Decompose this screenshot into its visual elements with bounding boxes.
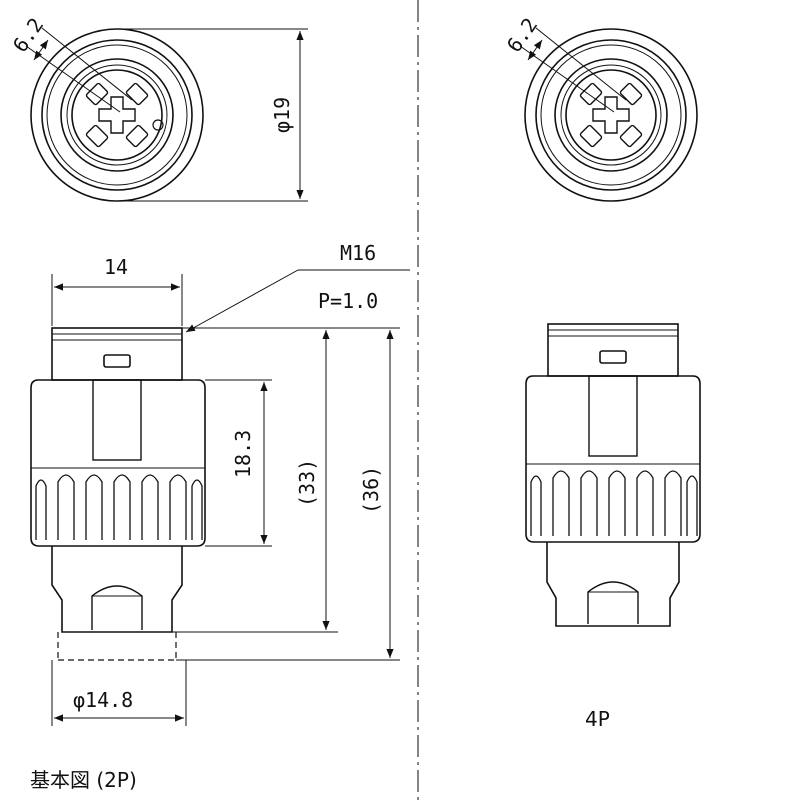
pitch-dimension-label-left: 6.2	[8, 13, 48, 56]
knob-height-label: 18.3	[231, 430, 255, 478]
thread-size-label: M16	[340, 241, 376, 265]
total-height-label: (36)	[359, 466, 383, 514]
pin-pads-2p	[85, 82, 149, 148]
grip-ribs-left	[35, 474, 203, 540]
pitch-dimension-label-right: 6.2	[502, 13, 542, 56]
pin-pads-4p	[579, 82, 643, 148]
left-end-view	[25, 27, 308, 202]
inner-height-label: (33)	[295, 459, 319, 507]
left-side-view	[30, 327, 206, 661]
width-dimension-label: 14	[104, 255, 128, 279]
outer-diameter-label: φ19	[270, 97, 294, 133]
caption-4p: 4P	[585, 707, 610, 731]
right-side-view	[525, 323, 701, 627]
thread-pitch-label: P=1.0	[318, 289, 378, 313]
base-diameter-label: φ14.8	[73, 688, 133, 712]
left-dimension-lines	[51, 269, 410, 726]
right-end-view	[519, 27, 698, 202]
caption-basic-drawing-2p: 基本図 (2P)	[30, 768, 137, 792]
grip-ribs-right	[530, 470, 698, 536]
